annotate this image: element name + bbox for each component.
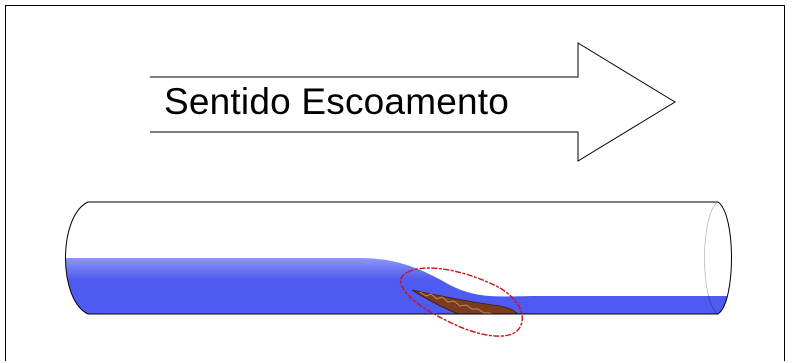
water-flow	[65, 258, 732, 314]
flow-direction-label: Sentido Escoamento	[164, 81, 510, 122]
deposit-highlight-ellipse	[399, 267, 523, 337]
water-layer	[65, 258, 732, 314]
diagram-frame	[5, 5, 785, 361]
sediment-deposit	[411, 289, 521, 314]
pipe-outline	[65, 201, 732, 315]
flow-arrow-icon	[150, 42, 676, 162]
sediment-texture	[419, 291, 497, 314]
pipe-inner-edge	[704, 201, 719, 315]
